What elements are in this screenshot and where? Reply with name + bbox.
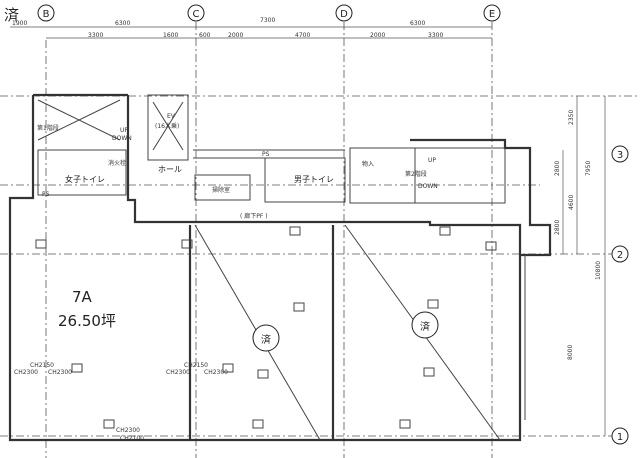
up-label: UP — [120, 127, 128, 134]
dim: 2350 — [568, 110, 575, 125]
right-dimensions: 2350 2800 7950 4600 2800 10800 8000 — [554, 96, 606, 436]
cleaning-room-label: 掃除室 — [212, 186, 230, 194]
grid-row-bubbles: 3 2 1 — [611, 145, 629, 445]
grid-1: 1 — [617, 432, 623, 443]
ev-capacity: (16人乗) — [155, 123, 179, 130]
dim: 4600 — [568, 195, 575, 210]
ch: CH2300 — [14, 369, 38, 376]
dim: 4700 — [295, 32, 310, 39]
ch: CH2100 — [120, 435, 144, 442]
dim: 7950 — [585, 161, 592, 176]
dim: 2800 — [554, 161, 561, 176]
grid-c: C — [193, 9, 200, 20]
corridor-label: ( 廊下PF ) — [240, 212, 268, 220]
stamp: 済 — [420, 320, 430, 333]
dim: 6300 — [115, 20, 130, 27]
stair1-label: 第1階段 — [37, 124, 59, 132]
dim: 8000 — [567, 345, 574, 360]
grid-lines — [0, 22, 640, 458]
ps-label-2: PS — [262, 151, 270, 158]
completed-stamps: 済 済 — [252, 311, 439, 352]
dim: 1600 — [163, 32, 178, 39]
ch: CH2150 — [30, 362, 54, 369]
top-dimensions: 1900 6300 7300 6300 3300 1600 600 2000 4… — [10, 17, 492, 39]
women-restroom-label: 女子トイレ — [65, 174, 105, 184]
grid-b: B — [43, 9, 50, 20]
storage-label: 物入 — [362, 160, 374, 168]
ch: CH2150 — [184, 362, 208, 369]
dim: 7300 — [260, 17, 275, 24]
ch: CH2300 — [204, 369, 228, 376]
ch: CH2300 — [48, 369, 72, 376]
dim: 600 — [199, 32, 211, 39]
dim: 2800 — [554, 220, 561, 235]
stair2-label: 第2階段 — [405, 170, 427, 178]
down-label: DOWN — [112, 135, 132, 142]
ch: CH2300 — [166, 369, 190, 376]
dim: 2000 — [228, 32, 243, 39]
dim: 10800 — [595, 261, 602, 280]
dim: 6300 — [410, 20, 425, 27]
dim: 3300 — [428, 32, 443, 39]
up2-label: UP — [428, 157, 436, 164]
ps-label-1: PS — [42, 191, 50, 198]
hall-label: ホール — [158, 165, 182, 174]
grid-d: D — [340, 9, 348, 20]
room-labels: 第1階段 UP DOWN EV (16人乗) 消火栓 ホール 女子トイレ PS … — [37, 113, 438, 220]
ceiling-heights: CH2150 CH2300 CH2300 CH2150 CH2300 CH230… — [14, 362, 228, 442]
grid-column-bubbles: B C D E — [37, 4, 501, 22]
grid-3: 3 — [617, 150, 623, 161]
walls — [8, 93, 552, 442]
dim: 3300 — [88, 32, 103, 39]
men-restroom-label: 男子トイレ — [294, 175, 334, 184]
unit-area: 26.50坪 — [58, 312, 116, 330]
hydrant-label: 消火栓 — [108, 159, 126, 167]
ev-label: EV — [167, 113, 176, 120]
down2-label: DOWN — [418, 183, 438, 190]
unit-name: 7A — [72, 288, 93, 306]
ch: CH2300 — [116, 427, 140, 434]
stamp: 済 — [261, 333, 271, 346]
grid-2: 2 — [617, 250, 623, 261]
dim: 1900 — [12, 20, 27, 27]
ceiling-fixtures — [35, 226, 497, 429]
completed-mark: 済 — [4, 6, 19, 24]
grid-e: E — [489, 9, 495, 20]
dim: 2000 — [370, 32, 385, 39]
